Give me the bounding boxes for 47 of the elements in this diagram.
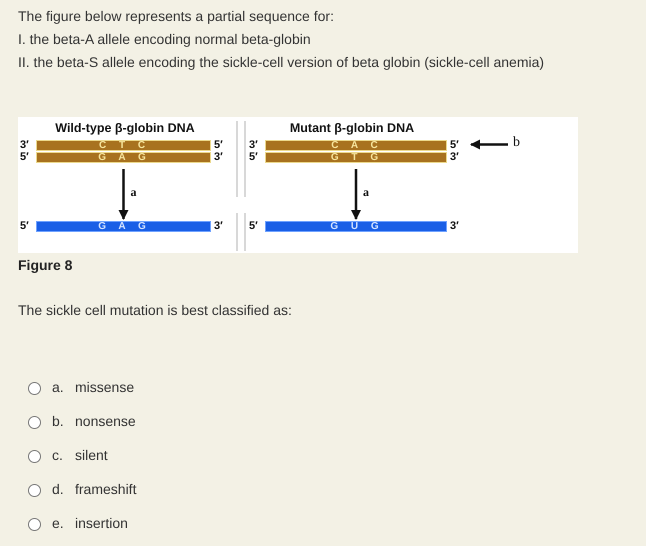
- option-text: nonsense: [75, 413, 136, 429]
- option-text: silent: [75, 447, 108, 463]
- strand-end-label: 5′: [20, 152, 29, 163]
- base-sequence: G A G: [98, 152, 149, 162]
- base-sequence: G U G: [330, 222, 382, 232]
- callout-letter: b: [513, 136, 520, 150]
- option-text: insertion: [75, 515, 128, 531]
- strand-end-label: 5′: [214, 140, 223, 151]
- dna-strand: [265, 152, 447, 163]
- base-sequence: C A C: [331, 140, 381, 150]
- panel-heading: Mutant β-globin DNA: [290, 121, 414, 135]
- base-sequence: G A G: [98, 222, 149, 232]
- strand-end-label: 3′: [249, 140, 258, 151]
- mrna-strand: [265, 221, 447, 232]
- dna-strand: [36, 140, 211, 151]
- strand-end-label: 5′: [20, 221, 29, 232]
- strand-end-label: 5′: [249, 221, 258, 232]
- edge-label: a: [130, 186, 136, 198]
- option-letter: c.: [52, 447, 63, 463]
- strand-end-label: 3′: [450, 152, 459, 163]
- arrow: [351, 169, 361, 220]
- dna-strand: [265, 140, 447, 151]
- base-sequence: G T G: [330, 152, 382, 162]
- edge-label: a: [363, 186, 369, 198]
- option-letter: a.: [52, 379, 64, 395]
- question-text: The sickle cell mutation is best classified as:: [18, 302, 292, 318]
- mrna-strand: [36, 221, 211, 232]
- option-text: missense: [75, 379, 134, 395]
- option-letter: d.: [52, 481, 64, 497]
- strand-end-label: 5′: [450, 140, 459, 151]
- strand-end-label: 5′: [249, 152, 258, 163]
- option-text: frameshift: [75, 481, 136, 497]
- strand-end-label: 3′: [20, 140, 29, 151]
- dna-strand: [36, 152, 211, 163]
- panel-heading: Wild-type β-globin DNA: [55, 121, 195, 135]
- question-text: The figure below represents a partial sequence for:: [18, 8, 334, 24]
- strand-end-label: 3′: [214, 221, 223, 232]
- strand-end-label: 3′: [214, 152, 223, 163]
- arrow: [118, 169, 128, 220]
- option-letter: b.: [52, 413, 64, 429]
- figure-caption: Figure 8: [18, 257, 72, 273]
- question-text: I. the beta-A allele encoding normal beta-globin: [18, 31, 311, 47]
- strand-end-label: 3′: [450, 221, 459, 232]
- question-text: II. the beta-S allele encoding the sickle-cell version of beta globin (sickle-cell anemia): [18, 54, 544, 70]
- option-letter: e.: [52, 515, 64, 531]
- arrow: [470, 140, 508, 150]
- base-sequence: C T C: [98, 140, 148, 150]
